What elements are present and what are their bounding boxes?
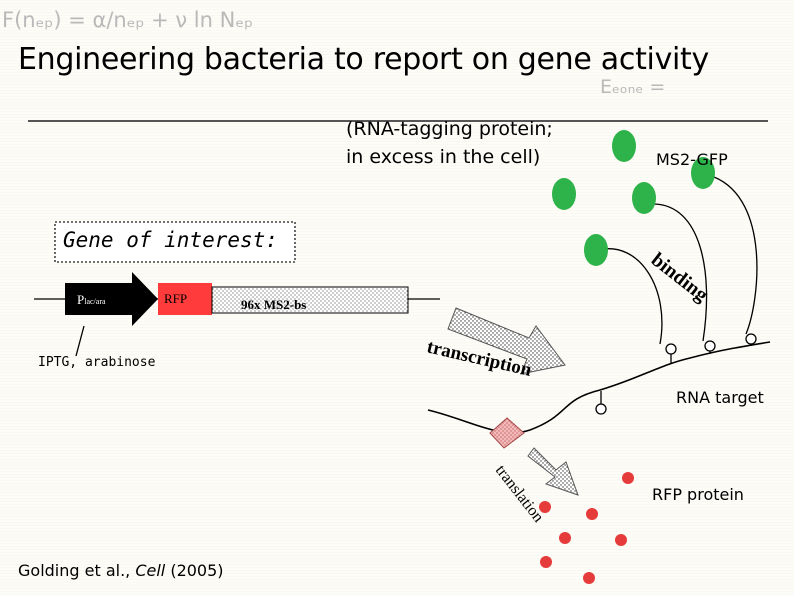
hairpin: [665, 343, 677, 363]
rfp-dot: [539, 501, 551, 513]
rfp-dot: [615, 534, 627, 546]
gfp-molecule: [691, 157, 715, 189]
background-formula-left: F(nₑₚ) = α/nₑₚ + ν ln Nₑₚ: [2, 8, 254, 32]
hairpin: [595, 391, 607, 415]
rfp-dot: [622, 472, 634, 484]
ribosome-box: [489, 417, 525, 449]
rfp-gene-box: [158, 283, 212, 315]
title-underline: [28, 120, 768, 122]
rfp-protein-dots: [539, 472, 634, 584]
translation-arrow: [527, 447, 579, 496]
promoter-arrow: [65, 272, 158, 326]
translation-label: translation: [492, 462, 547, 526]
gene-of-interest-label: Gene of interest:: [63, 228, 278, 252]
rfp-gene-label: RFP: [164, 291, 188, 306]
promoter-label-main: P: [77, 292, 85, 307]
binding-tether: [713, 176, 758, 335]
ms2-gfp-label: MS2-GFP: [656, 150, 728, 169]
gene-of-interest-box: [54, 221, 296, 263]
citation-authors: Golding et al.,: [18, 561, 136, 580]
ms2-gfp-molecules: [552, 130, 715, 266]
inducer-line: [75, 325, 85, 357]
citation-journal: Cell: [135, 561, 166, 580]
ms2-binding-sites-label: 96x MS2-bs: [241, 297, 307, 312]
promoter-label: Plac/ara: [77, 292, 106, 308]
promoter-label-sub: lac/ara: [84, 297, 106, 306]
background-formula-right: Eₑₒₙₑ =: [600, 76, 666, 98]
rna-tag-note-line2: in excess in the cell): [346, 146, 541, 168]
hairpin: [704, 340, 716, 354]
gfp-molecule: [552, 178, 576, 210]
citation: Golding et al., Cell (2005): [18, 561, 224, 580]
rna-target-label: RNA target: [676, 388, 764, 407]
inducer-label: IPTG, arabinose: [38, 355, 156, 370]
binding-tether: [597, 248, 663, 345]
binding-tether: [653, 203, 708, 342]
rna-tag-note-line1: (RNA-tagging protein;: [346, 118, 553, 140]
rfp-dot: [559, 532, 571, 544]
citation-year: (2005): [165, 561, 224, 580]
ms2-binding-sites-box: [211, 286, 409, 314]
slide-title: Engineering bacteria to report on gene a…: [18, 42, 709, 77]
transcription-arrow: [447, 307, 566, 375]
rfp-protein-label: RFP protein: [652, 485, 744, 504]
gfp-molecule: [612, 130, 636, 162]
gfp-molecule: [584, 234, 608, 266]
gfp-molecule: [632, 182, 656, 214]
rfp-dot: [583, 572, 595, 584]
rfp-dot: [540, 556, 552, 568]
hairpin: [745, 333, 757, 346]
rna-hairpins: [595, 333, 757, 415]
rfp-dot: [586, 508, 598, 520]
